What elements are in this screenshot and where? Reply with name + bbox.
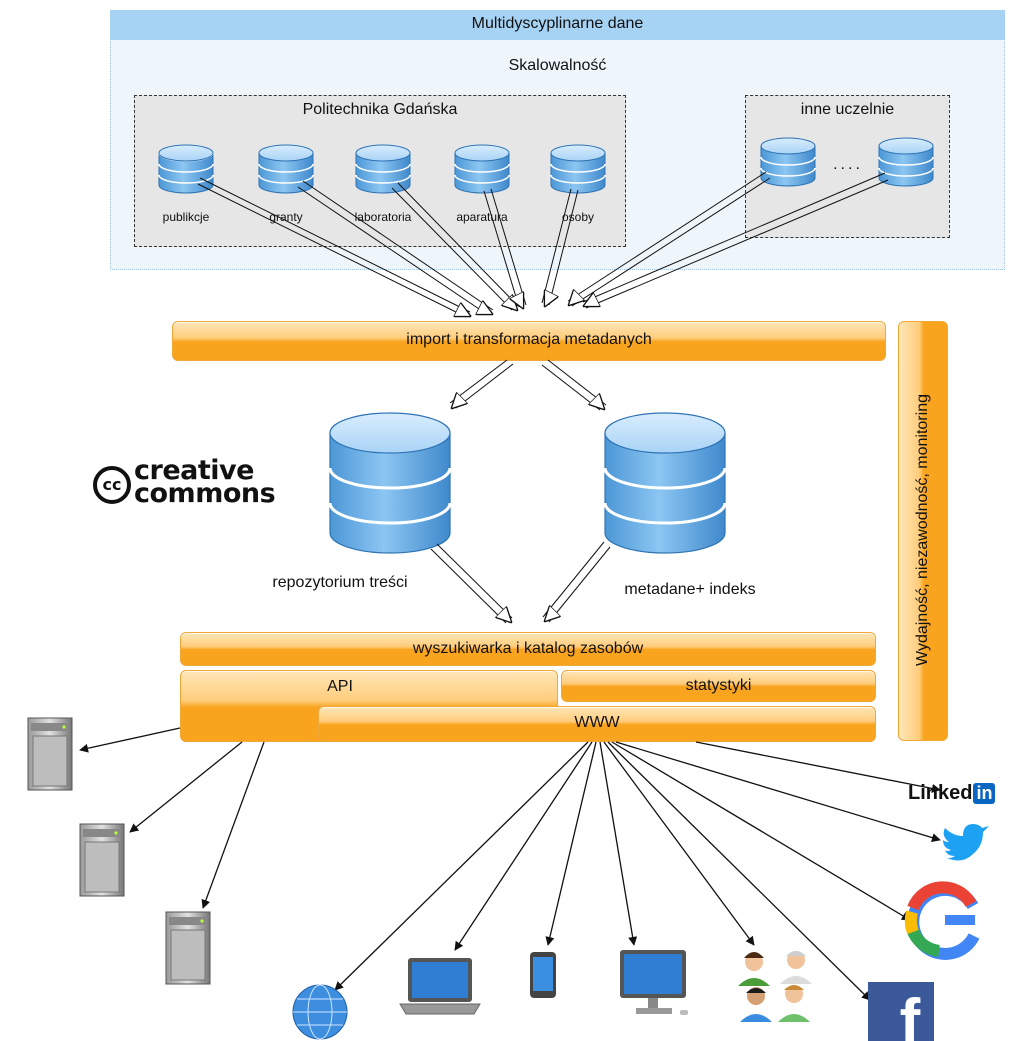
database-icon [454,144,510,194]
region-title: Multidyscyplinarne dane [471,15,644,32]
source-label-equipment: aparatura [456,210,508,224]
api-label: API [327,678,353,695]
source-label-grants: granty [269,210,303,224]
www-label: WWW [574,714,620,731]
database-icon [550,144,606,194]
scalability-label: Skalowalność [508,57,607,74]
statistics-layer [561,670,876,702]
performance-reliability-label: Wydajność, niezawodność, monitoring [914,394,931,666]
statistics-label: statystyki [685,677,752,694]
database-icon [878,137,934,187]
linkedin-wordmark: Linked [908,782,973,804]
cc-mark: cc [102,475,122,494]
data-sources-header [110,10,1005,40]
www-layer [318,706,876,742]
import-transform-layer [172,321,886,361]
cc-wordmark: creative commons [134,455,276,509]
linkedin-badge: in [973,783,996,804]
creative-commons-logo: cc [93,466,131,504]
cc-line-commons: commons [134,478,276,509]
import-transform-label: import i transformacja metadanych [406,331,652,348]
database-icon [355,144,411,194]
content-repository-label: repozytorium treści [272,574,408,591]
database-icon [258,144,314,194]
source-label-laboratories: laboratoria [354,210,412,224]
database-icon [760,137,816,187]
group-pg-title: Politechnika Gdańska [302,101,458,118]
search-catalog-layer [180,632,876,666]
more-universities-ellipsis: .... [833,156,863,173]
performance-reliability-layer [898,321,948,741]
group-other-title: inne uczelnie [800,101,895,118]
database-icon [158,144,214,194]
source-label-people: osoby [561,210,595,224]
search-catalog-label: wyszukiwarka i katalog zasobów [412,640,644,657]
source-label-publications: publikcje [162,210,210,224]
cc-line-creative: creative [134,455,254,486]
database-icon [603,412,727,554]
metadata-index-label: metadane+ indeks [624,581,756,598]
database-icon [328,412,452,554]
